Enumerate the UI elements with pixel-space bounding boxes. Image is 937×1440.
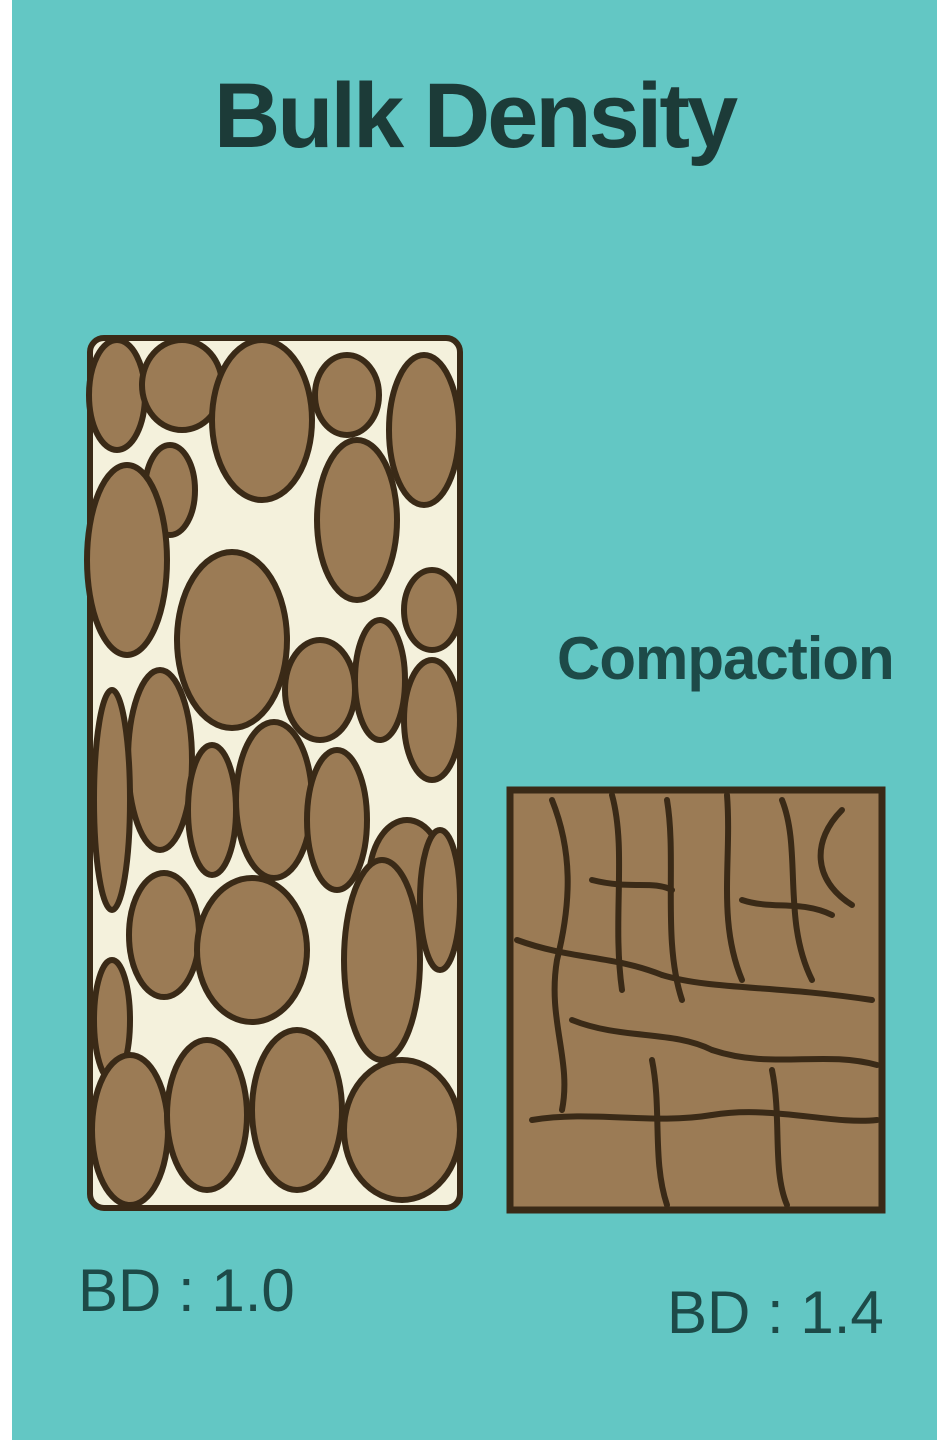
- soil-aggregate: [197, 878, 307, 1022]
- soil-aggregate: [252, 1030, 342, 1190]
- soil-aggregate: [404, 570, 460, 650]
- soil-aggregate: [355, 620, 405, 740]
- loose-soil-sample: [87, 338, 460, 1208]
- soil-aggregate: [317, 440, 397, 600]
- soil-aggregate: [236, 722, 312, 878]
- soil-aggregate: [315, 355, 379, 435]
- soil-aggregate: [92, 1055, 168, 1205]
- soil-aggregate: [129, 873, 199, 997]
- soil-aggregate: [404, 660, 460, 780]
- soil-aggregate: [188, 745, 236, 875]
- soil-aggregate: [307, 750, 367, 890]
- compacted-soil-sample: [510, 790, 882, 1210]
- soil-aggregate: [212, 340, 312, 500]
- soil-aggregate: [177, 552, 287, 728]
- soil-aggregate: [389, 355, 459, 505]
- compaction-label: Compaction: [557, 624, 894, 693]
- compacted-soil-bd-label: BD : 1.4: [667, 1278, 884, 1347]
- soil-aggregate: [285, 640, 355, 740]
- soil-aggregate: [94, 690, 130, 910]
- aggregate-boundary: [532, 1115, 712, 1120]
- soil-aggregate: [344, 1060, 460, 1200]
- loose-soil-bd-label: BD : 1.0: [78, 1256, 295, 1325]
- diagram-panel: Bulk Density: [12, 0, 937, 1440]
- soil-aggregate: [89, 340, 145, 450]
- soil-illustrations: [12, 0, 937, 1440]
- soil-aggregate: [420, 830, 460, 970]
- soil-aggregate: [128, 670, 192, 850]
- soil-aggregate: [87, 465, 167, 655]
- soil-aggregate: [167, 1040, 247, 1190]
- soil-aggregate: [344, 860, 420, 1060]
